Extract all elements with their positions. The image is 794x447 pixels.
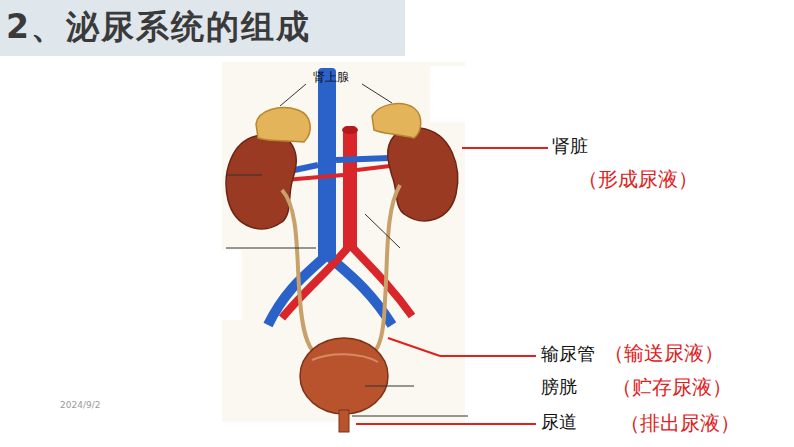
function-note: （排出尿液） (620, 412, 740, 434)
date-stamp: 2024/9/2 (60, 401, 100, 411)
right-kidney (388, 128, 458, 221)
bladder (300, 338, 388, 414)
left-adrenal (256, 108, 310, 142)
aorta-top (342, 126, 358, 134)
pointer-line (356, 423, 536, 425)
pointer-line (388, 338, 440, 356)
pointer-line (440, 355, 536, 357)
function-note: （输送尿液） (604, 342, 724, 364)
vena-cava (318, 68, 336, 260)
blank-box (222, 250, 242, 320)
leader-line (365, 386, 414, 387)
part-name: 尿道 (541, 412, 577, 432)
leader-line (226, 175, 262, 176)
blank-box (430, 66, 466, 122)
slide-title: 2、泌尿系统的组成 (6, 9, 311, 45)
leader-line (362, 84, 392, 103)
picture-ground (222, 62, 465, 422)
right-adrenal (372, 104, 421, 138)
leader-line (226, 248, 316, 249)
leader-line (352, 416, 468, 417)
function-note: （贮存尿液） (612, 376, 732, 398)
iliac-artery (282, 245, 350, 318)
urethra (339, 410, 349, 432)
part-name: 膀胱 (541, 377, 577, 397)
part-name: 肾上腺 (313, 71, 349, 84)
pointer-line (462, 147, 548, 149)
aorta (343, 126, 357, 250)
renal-artery (357, 166, 390, 170)
ureter (282, 190, 312, 350)
iliac-artery (350, 245, 412, 316)
leader-line (365, 214, 400, 248)
left-kidney (226, 134, 296, 229)
bladder-highlight (312, 354, 378, 362)
function-note: （形成尿液） (578, 168, 698, 190)
ureter (376, 185, 400, 350)
leader-line (280, 84, 306, 106)
renal-vein (336, 158, 390, 160)
part-name: 肾脏 (552, 136, 588, 156)
part-name: 输尿管 (541, 344, 595, 364)
